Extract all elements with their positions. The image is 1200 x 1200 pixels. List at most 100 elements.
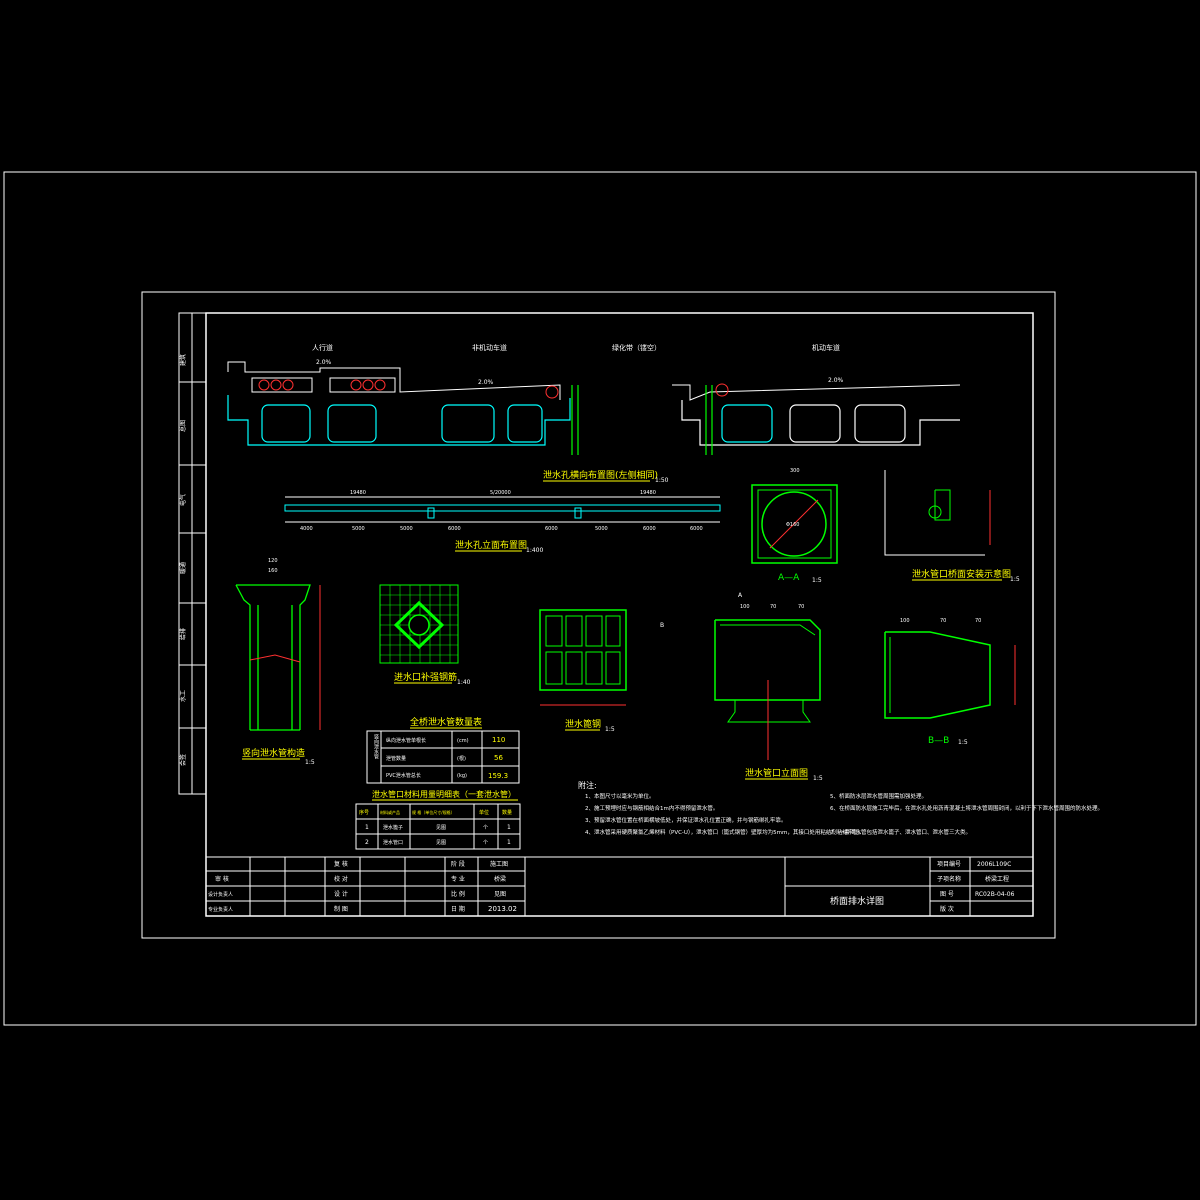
sheet-border <box>141 291 1056 939</box>
svg-text:专 业: 专 业 <box>451 875 465 883</box>
note-line: 4、泄水管采用硬质聚氯乙烯材料（PVC-U），泄水管口（篦式钢管）壁厚均为5mm… <box>585 828 864 836</box>
section-aa: 300 Φ160 A—A 1:5 <box>751 468 838 584</box>
lane-label: 人行道 <box>312 343 333 352</box>
note-line: 2、施工预埋时应与钢筋相结合1m内不得预留泄水管。 <box>585 804 718 812</box>
view-scale: 1:40 <box>457 679 471 686</box>
strip-label: 暖通 <box>179 562 187 574</box>
svg-text:子项名称: 子项名称 <box>937 875 961 883</box>
table-cell: (cm) <box>457 738 469 744</box>
section-mark: B <box>660 622 664 629</box>
view-title: 泄水管口桥面安装示意图 <box>912 568 1011 580</box>
section-bb: 100 70 70 B—B 1:5 <box>884 618 1016 746</box>
dim-text: 100 <box>740 604 750 610</box>
view-scale: 1:5 <box>813 775 823 782</box>
svg-text:制 图: 制 图 <box>334 905 348 913</box>
svg-text:版 次: 版 次 <box>940 905 954 913</box>
table-cell: 个 <box>483 825 488 831</box>
table-cell: 159.3 <box>488 772 508 780</box>
svg-text:设 计: 设 计 <box>334 890 348 898</box>
strip-label: 电气 <box>179 494 187 506</box>
svg-text:设计负责人: 设计负责人 <box>208 891 233 898</box>
note-line: 6、在桥面防水层施工完毕后，在泄水孔处用沥青混凝土将泄水管周围封闭，以利于下下泄… <box>830 804 1103 812</box>
dim-text: 6000 <box>690 526 703 532</box>
svg-text:图 号: 图 号 <box>940 891 954 898</box>
cross-section-view: 人行道 非机动车道 绿化带（镂空） 机动车道 2.0% 2.0% 2.0% <box>227 343 961 484</box>
strip-label: 会签 <box>179 754 187 766</box>
dim-text: 100 <box>900 618 910 624</box>
dim-text: 6000 <box>448 526 461 532</box>
svg-text:2013.02: 2013.02 <box>488 905 517 913</box>
material-table: 泄水管口材料用量明细表（一套泄水管） 序号 材料或产品 规 格（单位尺寸/规格）… <box>355 789 521 850</box>
table-cell: 泄水管口 <box>383 839 403 846</box>
svg-text:桥梁工程: 桥梁工程 <box>985 875 1009 883</box>
table-header: 规 格（单位尺寸/规格） <box>412 809 455 815</box>
view-title: 泄水管口立面图 <box>745 767 808 779</box>
strip-label: 建筑 <box>179 354 187 366</box>
notes-block: 附注: 1、本图尺寸以毫米为单位。 2、施工预埋时应与钢筋相结合1m内不得预留泄… <box>578 780 1103 836</box>
strip-label: 给排 <box>179 628 187 640</box>
note-line: 1、本图尺寸以毫米为单位。 <box>585 792 655 800</box>
view-scale: 1:5 <box>605 726 615 733</box>
table-cell: 泄水篦子 <box>383 824 403 831</box>
svg-text:RC02B-04-06: RC02B-04-06 <box>975 891 1015 898</box>
table-header: 单位 <box>479 809 489 816</box>
dim-text: 4000 <box>300 526 313 532</box>
svg-text:比 例: 比 例 <box>451 890 465 898</box>
title-block: 审 核 设计负责人 专业负责人 复 核 校 对 设 计 制 图 阶 段 专 业 … <box>206 856 1033 916</box>
dim-text: 19480 <box>350 490 366 496</box>
svg-text:复 核: 复 核 <box>334 860 348 868</box>
dim-text: 19480 <box>640 490 656 496</box>
view-scale: 1:50 <box>655 477 669 484</box>
view-scale: 1:5 <box>812 577 822 584</box>
svg-text:桥梁: 桥梁 <box>494 875 506 883</box>
vertical-pipe-view: 120 160 竖向泄水管构造 1:5 <box>235 558 321 766</box>
table-cell: 见图 <box>436 825 446 831</box>
view-scale: 1:5 <box>305 759 315 766</box>
slope-label: 2.0% <box>478 379 494 386</box>
view-title: 泄水孔横向布置图(左侧相同) <box>543 469 658 481</box>
table-cell: (根) <box>457 755 466 762</box>
view-title: 进水口补强钢筋 <box>394 671 457 683</box>
view-title: B—B <box>928 736 949 746</box>
view-title: 竖向泄水管构造 <box>242 747 305 759</box>
svg-text:阶 段: 阶 段 <box>451 860 465 868</box>
svg-text:校 对: 校 对 <box>334 875 348 883</box>
lane-label: 非机动车道 <box>472 343 507 352</box>
view-scale: 1:5 <box>958 739 968 746</box>
table-cell: 2 <box>365 839 369 846</box>
view-title: 泄水篦钢 <box>565 718 601 730</box>
dim-text: 6000 <box>545 526 558 532</box>
grate-rebar-view: 进水口补强钢筋 1:40 <box>379 584 471 686</box>
dim-text: 6000 <box>643 526 656 532</box>
note-line: 7、一套泄水管包括泄水篦子、泄水管口、泄水管三大类。 <box>830 828 971 836</box>
slope-label: 2.0% <box>316 359 332 366</box>
dim-text: 5/20000 <box>490 490 511 496</box>
table-cell: 1 <box>365 824 369 831</box>
dim-text: 5000 <box>352 526 365 532</box>
svg-text:项目编号: 项目编号 <box>937 860 961 868</box>
view-scale: 1:400 <box>526 547 543 554</box>
svg-text:审 核: 审 核 <box>215 875 229 883</box>
table-cell: 1 <box>507 824 511 831</box>
dim-text: 160 <box>268 568 278 574</box>
side-signature-strip: 建筑 总图 电气 暖通 给排 水工 会签 <box>178 312 207 795</box>
dim-text: 5000 <box>595 526 608 532</box>
quantity-table: 全桥泄水管数量表 纵向泄水管单根长 (cm) 110 泄管数量 (根) 56 P… <box>366 716 520 784</box>
svg-text:施工图: 施工图 <box>490 860 508 868</box>
table-cell: 110 <box>492 736 505 744</box>
dim-text: 300 <box>790 468 800 474</box>
table-cell: 个 <box>483 840 488 846</box>
table-title: 全桥泄水管数量表 <box>410 716 482 728</box>
table-title: 泄水管口材料用量明细表（一套泄水管） <box>372 789 516 799</box>
notes-heading: 附注: <box>578 780 597 790</box>
dim-text: Φ160 <box>786 522 799 528</box>
note-line: 3、预留泄水管位置在桥面横坡低处，并保证泄水孔位置正确，并与钢筋绑扎牢靠。 <box>585 816 787 824</box>
elevation-view: 19480 5/20000 19480 4000 5000 5000 6000 … <box>284 490 721 554</box>
table-cell: 泄管数量 <box>386 755 406 762</box>
view-scale: 1:5 <box>1010 576 1020 583</box>
table-cell: PVC泄水管总长 <box>386 772 421 779</box>
lane-label: 绿化带（镂空） <box>612 343 661 352</box>
table-header: 序号 <box>359 809 369 816</box>
table-cell: 56 <box>494 754 503 762</box>
